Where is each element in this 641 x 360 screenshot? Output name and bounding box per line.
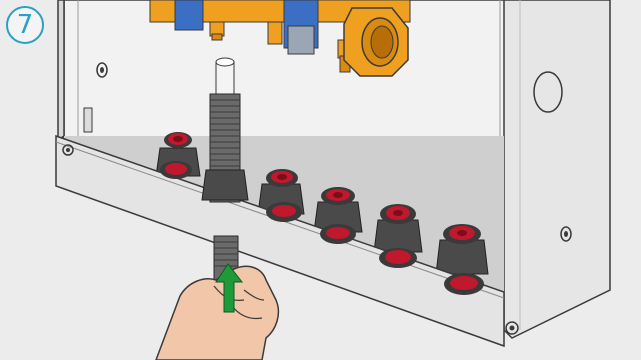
- cabinet-right-panel: [504, 0, 610, 338]
- grommet: [202, 170, 248, 200]
- step-number-badge: 7: [6, 6, 44, 44]
- pipe-coupling: [344, 8, 408, 76]
- cabinet-left-edge: [58, 0, 64, 140]
- grommet: [379, 248, 417, 268]
- grommet: [444, 273, 484, 295]
- grommet: [436, 224, 488, 274]
- grommet: [160, 161, 192, 179]
- valve-block: [175, 0, 203, 30]
- grommet: [320, 224, 356, 244]
- grommet: [374, 204, 422, 252]
- grommet: [266, 202, 302, 222]
